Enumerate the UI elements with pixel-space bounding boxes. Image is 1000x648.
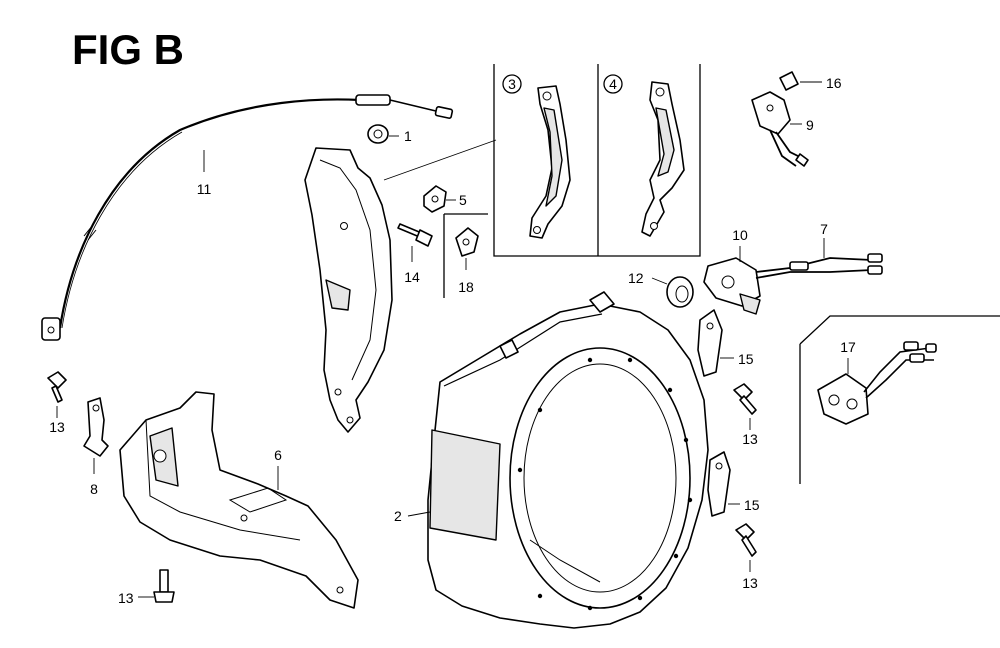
- part-13-bolt-left-upper: [47, 371, 67, 403]
- callout-17: 17: [840, 339, 856, 355]
- callout-1: 1: [404, 128, 412, 144]
- part-13-bolt-left-lower: [153, 569, 175, 603]
- part-9-stop-switch: [751, 91, 809, 167]
- callout-2: 2: [394, 508, 402, 524]
- part-shroud-bracket: [304, 147, 393, 433]
- callout-13b: 13: [118, 590, 134, 606]
- part-13-bolt-right-upper: [733, 383, 757, 415]
- part-1-grommet: [367, 124, 389, 144]
- part-4-lever: [641, 81, 685, 237]
- part-6-guard: [119, 391, 359, 609]
- callout-6: 6: [274, 447, 282, 463]
- callout-4: 4: [609, 76, 617, 92]
- callout-7: 7: [820, 221, 828, 237]
- part-10-switch: [703, 257, 761, 315]
- part-11-cable: [41, 94, 454, 341]
- callout-11: 11: [197, 181, 212, 197]
- part-15-clamp-lower: [707, 451, 731, 517]
- part-12-grommet: [666, 276, 694, 308]
- figure-title: FIG B: [72, 26, 184, 73]
- callout-14: 14: [404, 269, 420, 285]
- callout-15a: 15: [738, 351, 754, 367]
- part-17-switch: [817, 341, 937, 425]
- callout-9: 9: [806, 117, 814, 133]
- callout-3: 3: [508, 76, 516, 92]
- callout-15b: 15: [744, 497, 760, 513]
- part-16-screw: [779, 71, 799, 91]
- callout-13c: 13: [742, 431, 758, 447]
- part-8-bracket: [83, 397, 109, 457]
- callout-18: 18: [458, 279, 474, 295]
- callout-5: 5: [459, 192, 467, 208]
- part-14-bolt: [397, 223, 433, 247]
- part-3-lever: [529, 85, 571, 239]
- callout-13a: 13: [49, 419, 65, 435]
- part-15-clamp-upper: [697, 309, 723, 377]
- callout-8: 8: [90, 481, 98, 497]
- part-7-wire: [755, 253, 883, 279]
- callout-16: 16: [826, 75, 842, 91]
- variant-box: 3 4: [493, 64, 701, 257]
- callout-12: 12: [628, 270, 644, 286]
- part-2-blower-housing: [427, 291, 709, 629]
- part-18-clip: [455, 227, 479, 257]
- callout-10: 10: [732, 227, 748, 243]
- part-5-nut: [423, 185, 447, 213]
- part-13-bolt-right-lower: [735, 523, 757, 557]
- callout-13d: 13: [742, 575, 758, 591]
